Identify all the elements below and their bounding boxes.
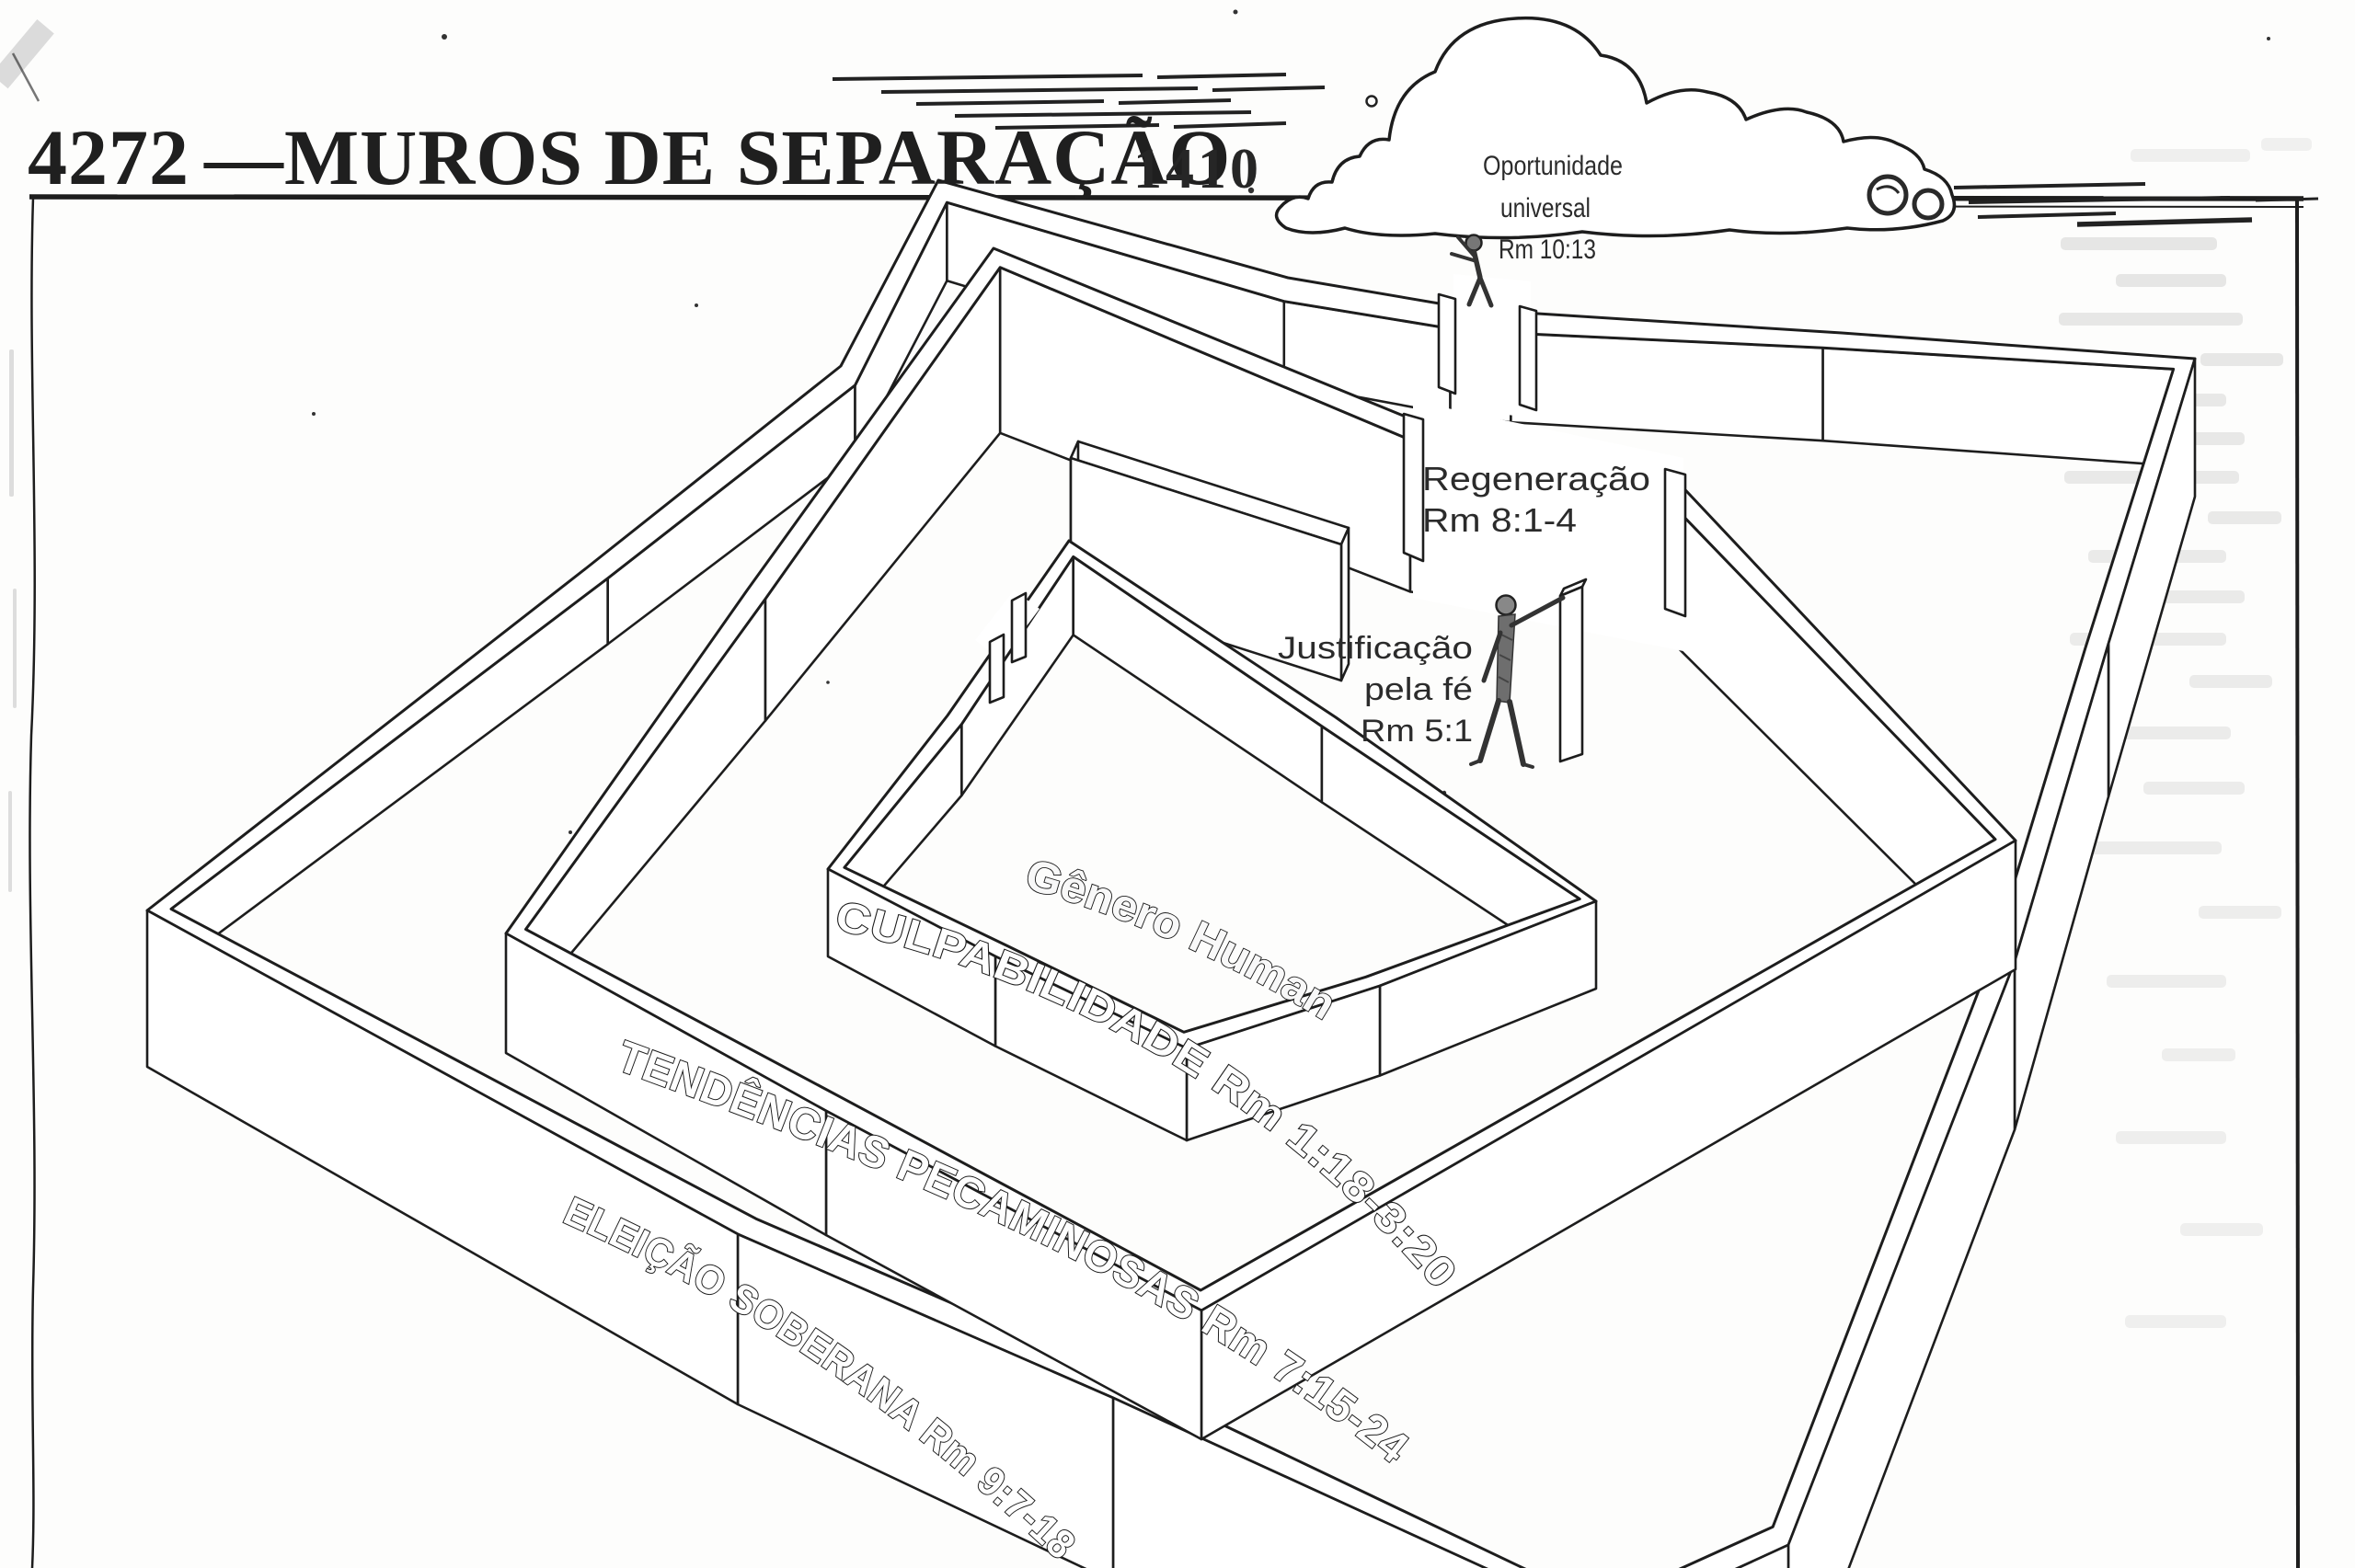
wall-ring-middle: [504, 246, 2017, 1441]
label-justificacao-line3: Rm 5:1: [1361, 714, 1473, 749]
climbing-figure-middle-gap: [1469, 594, 1566, 769]
wall-ring-inner: [826, 539, 1598, 1142]
cloud-label-line3: Rm 10:13: [1499, 235, 1596, 265]
climbing-figure-outer-gap: [1450, 234, 1494, 308]
label-regeneracao-line1: Regeneração: [1422, 460, 1650, 498]
cloud: [832, 16, 2319, 240]
speed-lines-left: [832, 73, 1326, 130]
wall-rings: [145, 178, 2197, 1568]
cloud-icon: [1274, 16, 1957, 240]
gap-panel-middle: [1558, 578, 1588, 763]
page-title: 4272—MUROS DE SEPARAÇÃO: [28, 113, 1231, 201]
swirl-icon: [1867, 174, 1945, 221]
label-justificacao-line1: Justificação: [1278, 631, 1473, 666]
label-regeneracao-line2: Rm 8:1-4: [1422, 501, 1577, 539]
page-number: 1410: [1133, 138, 1262, 200]
cloud-label-line2: universal: [1500, 193, 1591, 223]
scan-artifacts: [0, 9, 2270, 1024]
cloud-label-line1: Oportunidade: [1483, 151, 1623, 181]
label-justificacao-line2: pela fé: [1364, 672, 1473, 707]
wall-ring-outer: [145, 178, 2197, 1568]
speed-dot-icon: [1365, 95, 1378, 108]
speed-lines-right: [1953, 182, 2319, 227]
